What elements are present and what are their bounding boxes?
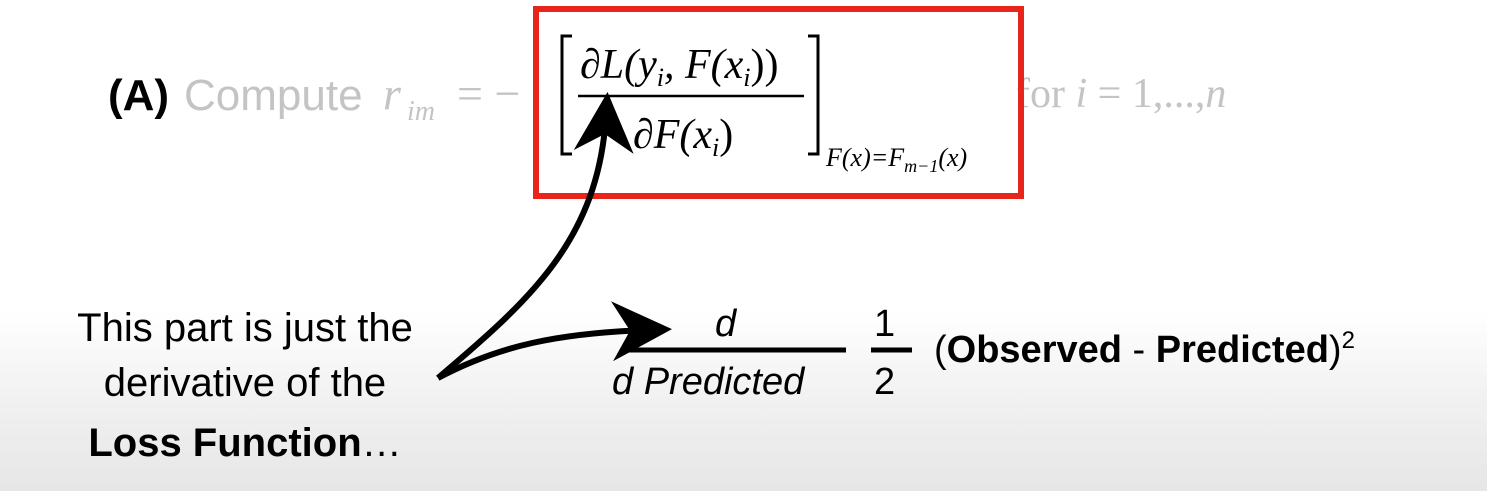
for-clause: for i = 1,...,n	[1016, 66, 1226, 122]
loss-function-text: Loss Function	[88, 421, 362, 465]
denominator-suffix: )	[719, 112, 734, 158]
numerator-mid: , F(x	[663, 42, 744, 88]
numerator-suffix: ))	[750, 42, 779, 88]
close-paren: )	[1328, 329, 1342, 371]
half-denominator: 2	[874, 361, 896, 403]
numerator-prefix: ∂L(y	[580, 42, 657, 88]
denominator-subscript: i	[712, 133, 720, 162]
exponent: 2	[1341, 327, 1355, 354]
eval-index: m−1	[904, 156, 939, 176]
residual-subscript: im	[407, 96, 435, 127]
residual-symbol: r	[383, 68, 401, 119]
numerator-subscript-2: i	[743, 63, 751, 92]
observed-text: Observed	[946, 329, 1122, 371]
equals-minus: = −	[457, 68, 521, 119]
for-range: = 1,...,	[1097, 71, 1206, 117]
eval-prefix: F(x)=F	[826, 143, 905, 172]
open-paren: (	[934, 329, 947, 371]
annotation-line-1: This part is just the	[77, 306, 413, 350]
partial-denominator: ∂F(xi)	[633, 110, 734, 162]
for-word: for	[1016, 71, 1065, 117]
compute-text: Compute	[184, 71, 363, 120]
step-label: (A)	[108, 71, 170, 120]
d-denominator: d Predicted	[612, 361, 805, 403]
squared-residual: (Observed - Predicted)2	[934, 328, 1355, 372]
eval-suffix: (x)	[938, 143, 968, 172]
denominator-prefix: ∂F(x	[633, 112, 713, 158]
partial-numerator: ∂L(yi, F(xi))	[580, 40, 779, 92]
ellipsis: …	[361, 421, 402, 465]
predicted-text: Predicted	[1155, 329, 1329, 371]
minus-sign: -	[1121, 329, 1156, 371]
d-numerator: d	[715, 303, 737, 345]
evaluation-subscript: F(x)=Fm−1(x)	[826, 142, 968, 176]
half-numerator: 1	[874, 303, 896, 345]
for-end: n	[1205, 71, 1227, 117]
highlight-box	[533, 6, 1024, 199]
annotation-line-3: Loss Function…	[0, 420, 490, 466]
for-variable: i	[1075, 71, 1088, 117]
numerator-subscript-1: i	[656, 63, 664, 92]
annotation-line-2: derivative of the	[103, 361, 387, 405]
